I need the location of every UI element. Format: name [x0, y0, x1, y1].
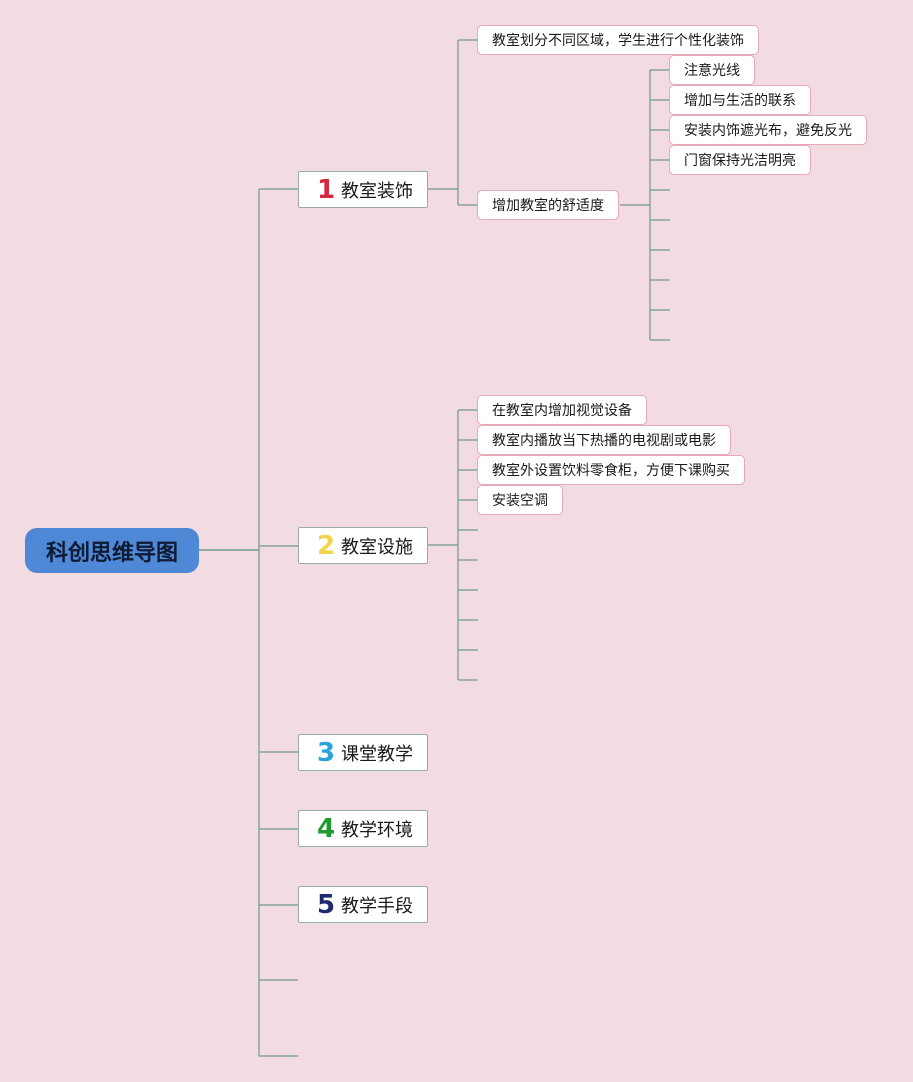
subtopic-node[interactable]: 教室内播放当下热播的电视剧或电影: [477, 425, 731, 455]
subtopic-label: 教室外设置饮料零食柜，方便下课购买: [492, 463, 730, 479]
subtopic-label: 教室内播放当下热播的电视剧或电影: [492, 433, 716, 449]
number-3-icon: 3: [317, 737, 336, 768]
topic-label: 教学环境: [341, 819, 413, 841]
leaf-label: 注意光线: [684, 63, 740, 79]
subtopic-node[interactable]: 安装空调: [477, 485, 563, 515]
topic-node-4[interactable]: 4 教学环境: [298, 810, 428, 847]
number-4-icon: 4: [317, 813, 336, 844]
subtopic-node[interactable]: 教室划分不同区域，学生进行个性化装饰: [477, 25, 759, 55]
leaf-node[interactable]: 增加与生活的联系: [669, 85, 811, 115]
subtopic-label: 增加教室的舒适度: [492, 198, 604, 214]
number-5-icon: 5: [317, 889, 336, 920]
leaf-node[interactable]: 注意光线: [669, 55, 755, 85]
topic-node-3[interactable]: 3 课堂教学: [298, 734, 428, 771]
root-label: 科创思维导图: [45, 540, 178, 566]
leaf-label: 门窗保持光洁明亮: [684, 153, 796, 169]
subtopic-node[interactable]: 增加教室的舒适度: [477, 190, 619, 220]
number-2-icon: 2: [317, 530, 336, 561]
leaf-node[interactable]: 门窗保持光洁明亮: [669, 145, 811, 175]
topic-node-5[interactable]: 5 教学手段: [298, 886, 428, 923]
topic-label: 教室装饰: [341, 180, 413, 202]
subtopic-node[interactable]: 教室外设置饮料零食柜，方便下课购买: [477, 455, 745, 485]
leaf-label: 安装内饰遮光布，避免反光: [684, 123, 852, 139]
subtopic-label: 安装空调: [492, 493, 548, 509]
subtopic-node[interactable]: 在教室内增加视觉设备: [477, 395, 647, 425]
subtopic-label: 教室划分不同区域，学生进行个性化装饰: [492, 33, 744, 49]
number-1-icon: 1: [317, 174, 336, 205]
topic-label: 课堂教学: [341, 743, 413, 765]
leaf-node[interactable]: 安装内饰遮光布，避免反光: [669, 115, 867, 145]
topic-node-2[interactable]: 2 教室设施: [298, 527, 428, 564]
topic-label: 教学手段: [341, 895, 413, 917]
subtopic-label: 在教室内增加视觉设备: [492, 403, 632, 419]
topic-node-1[interactable]: 1 教室装饰: [298, 171, 428, 208]
leaf-label: 增加与生活的联系: [684, 93, 796, 109]
root-node[interactable]: 科创思维导图: [25, 528, 199, 573]
topic-label: 教室设施: [341, 536, 413, 558]
